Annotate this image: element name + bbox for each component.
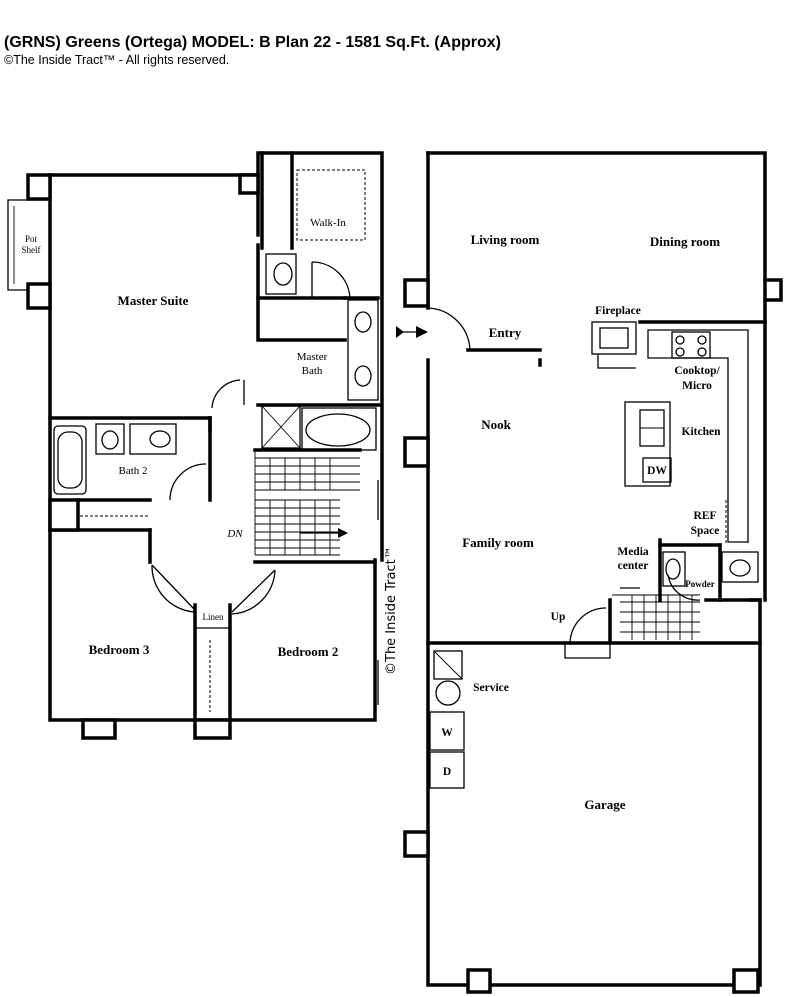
service-label: Service <box>473 682 509 694</box>
master-toilet <box>265 253 297 295</box>
stairs-down-label: DN <box>226 528 243 540</box>
master-vanity <box>347 299 379 401</box>
family-room-label: Family room <box>462 535 534 550</box>
master-suite-label: Master Suite <box>118 293 189 308</box>
ref-space-label: REF <box>694 510 717 522</box>
kitchen-label: Kitchen <box>682 426 722 438</box>
walk-in-shelving <box>296 169 366 241</box>
kitchen-counter <box>647 329 749 543</box>
ref-space-label: Space <box>691 525 720 537</box>
utility-tank <box>435 680 461 706</box>
fireplace <box>591 321 637 355</box>
toilet-bowl-icon <box>273 262 293 286</box>
cooktop <box>671 331 711 359</box>
bath-2-label: Bath 2 <box>118 465 147 477</box>
garage-label: Garage <box>584 797 625 812</box>
linen-label: Linen <box>203 612 224 622</box>
bath2-toilet <box>95 423 125 455</box>
water-heater <box>433 650 463 680</box>
powder-vanity <box>721 551 759 583</box>
bedroom-3-label: Bedroom 3 <box>89 642 150 657</box>
master-bath-label: Master <box>297 351 328 363</box>
bath2-vanity <box>129 423 177 455</box>
sink-icon <box>354 311 372 333</box>
master-shower <box>261 405 301 449</box>
washer <box>429 711 465 751</box>
walk-in-label: Walk-In <box>310 217 346 229</box>
pot-shelf-label: Shelf <box>22 245 41 255</box>
washer-label: W <box>441 727 453 739</box>
door-swing <box>151 564 196 613</box>
dryer-label: D <box>443 766 451 778</box>
dishwasher <box>642 457 672 483</box>
upstairs-floor <box>7 151 384 740</box>
plan-header: (GRNS) Greens (Ortega) MODEL: B Plan 22 … <box>4 34 501 67</box>
downstairs-floor <box>396 151 783 994</box>
copyright-notice: ©The Inside Tract™ - All rights reserved… <box>4 53 230 67</box>
door-swing <box>569 607 607 644</box>
sink-icon <box>354 365 372 387</box>
door-swing <box>211 379 241 409</box>
entry-label: Entry <box>489 325 522 340</box>
media-center-label: center <box>618 560 649 572</box>
cooktop-label: Cooktop/ <box>674 365 720 377</box>
nook-label: Nook <box>481 417 511 432</box>
bedroom-2-label: Bedroom 2 <box>278 644 339 659</box>
bath2-tub <box>53 425 87 495</box>
bathtub-icon <box>305 413 371 447</box>
powder-label: Powder <box>685 579 715 589</box>
media-center-label: Media <box>617 546 649 558</box>
powder-toilet <box>662 551 686 587</box>
door-swing <box>311 261 351 301</box>
master-bath-label: Bath <box>302 365 323 377</box>
entry-door-swing <box>427 307 471 351</box>
pot-shelf-label: Pot <box>25 234 38 244</box>
dishwasher-label: DW <box>647 465 667 477</box>
living-room-label: Living room <box>471 232 540 247</box>
downstairs-staircase <box>612 587 700 640</box>
cooktop-label: Micro <box>682 380 712 392</box>
plan-title: (GRNS) Greens (Ortega) MODEL: B Plan 22 … <box>4 34 501 51</box>
dining-room-label: Dining room <box>650 234 720 249</box>
watermark: ©The Inside Tract™ <box>384 546 399 675</box>
upstairs-staircase <box>255 457 360 556</box>
fireplace-label: Fireplace <box>595 305 641 317</box>
kitchen-island <box>624 401 671 487</box>
room-labels: Pot Shelf Master Suite Walk-In Master Ba… <box>22 217 722 812</box>
stairs-up-label: Up <box>551 611 566 623</box>
door-swing <box>231 569 276 615</box>
